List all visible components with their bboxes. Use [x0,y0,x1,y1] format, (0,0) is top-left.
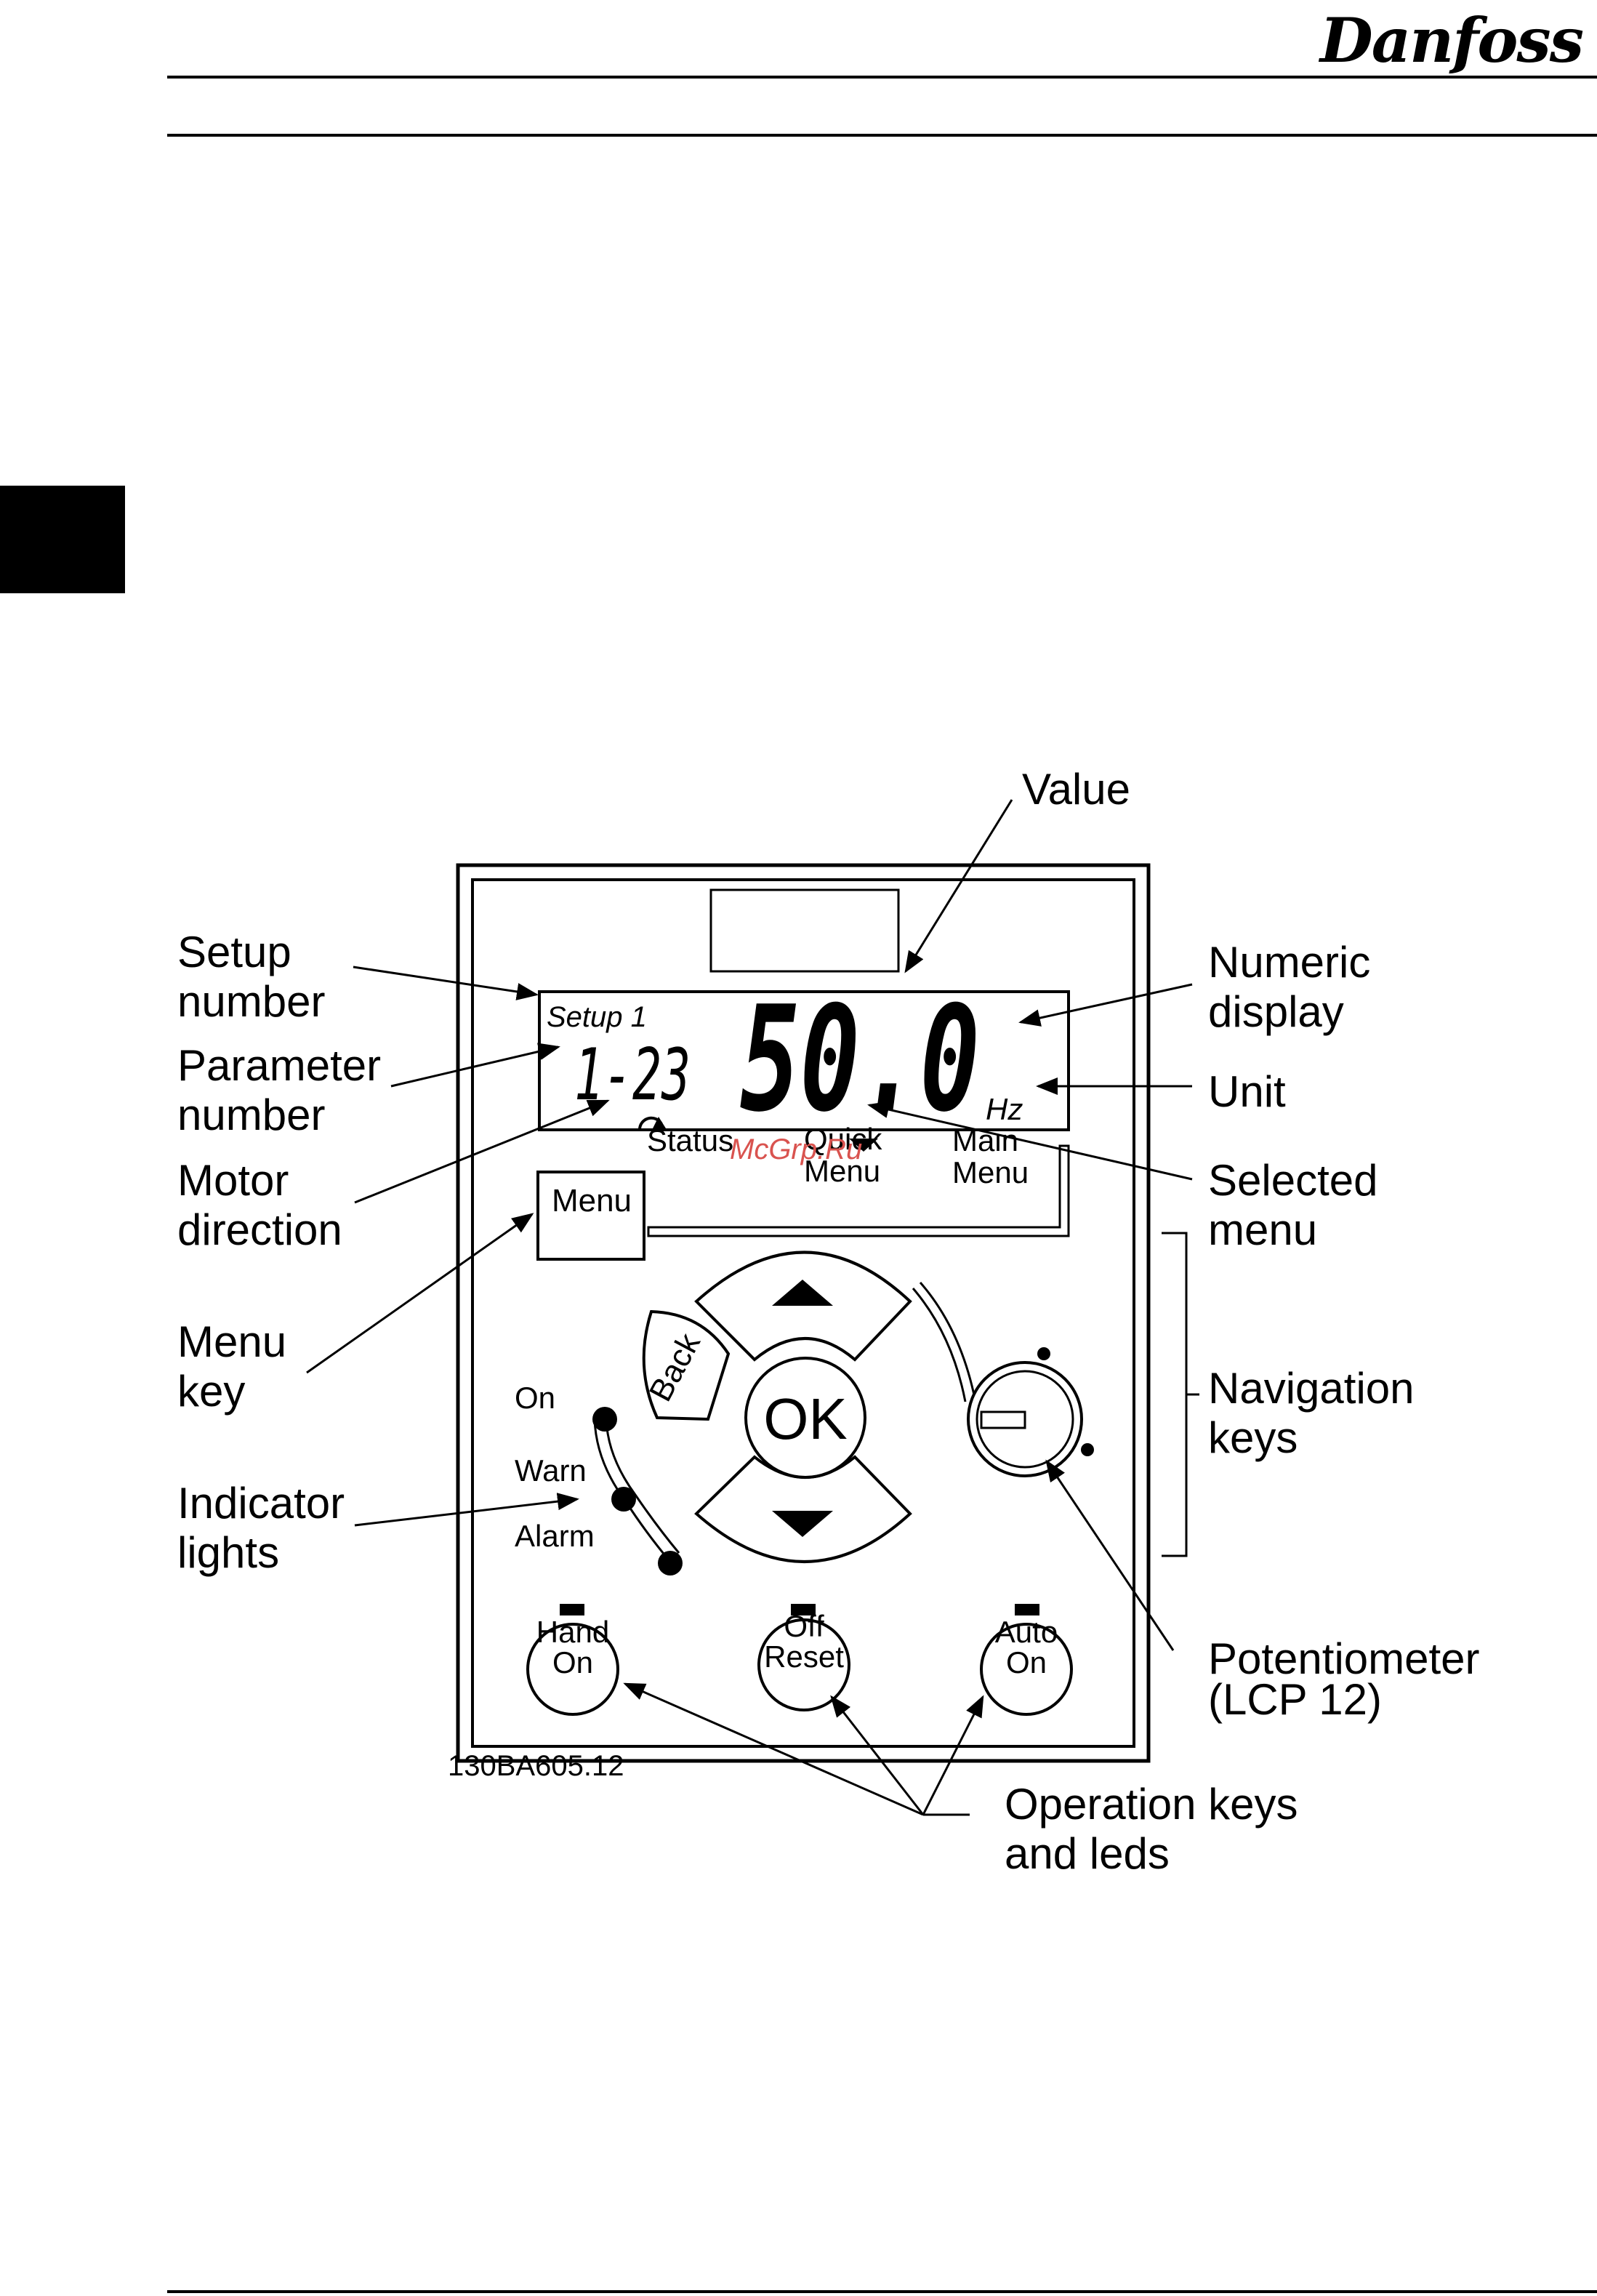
off-reset-label-1: Off [784,1609,824,1643]
off-reset-label-2: Reset [764,1639,844,1674]
callout-potentiometer-2: (LCP 12) [1208,1675,1383,1724]
unit-readout: Hz [986,1092,1023,1126]
indicator-label-on: On [515,1381,556,1415]
auto-on-key[interactable] [980,1623,1073,1716]
auto-on-led [1015,1604,1039,1615]
callout-setup-number-2: number [177,977,326,1026]
callout-parameter-number-2: number [177,1091,326,1139]
callout-potentiometer-1: Potentiometer [1208,1634,1480,1683]
danfoss-logo: Danfoss [1319,4,1584,76]
potentiometer-arc [912,1288,967,1402]
callout-setup-number-1: Setup [177,928,291,976]
callout-operation-keys-1: Operation keys [1005,1780,1298,1829]
callout-unit: Unit [1208,1067,1286,1116]
up-key[interactable] [694,1251,912,1362]
potentiometer-arc-inner [919,1282,977,1402]
menu-key-leader [306,1213,534,1374]
chapter-tab [0,486,125,593]
callout-indicator-lights-1: Indicator [177,1479,345,1528]
parameter-readout: 1-23 [574,1034,691,1117]
hand-on-key[interactable] [526,1623,619,1716]
potentiometer-dot-right [1081,1443,1094,1456]
hand-on-label-1: Hand [536,1615,610,1649]
callout-selected-menu-1: Selected [1208,1156,1378,1205]
motor-direction-leader [354,1099,610,1204]
callout-indicator-lights-2: lights [177,1528,280,1577]
operation-leader-off [830,1695,925,1815]
indicator-label-alarm: Alarm [515,1519,595,1553]
alarm-led [658,1551,683,1576]
hand-on-label-2: On [552,1645,594,1679]
figure-id: 130BA605.12 [448,1750,624,1782]
off-reset-led [791,1604,816,1615]
numeric-display-leader [1018,983,1193,1027]
back-key[interactable] [642,1309,731,1421]
top-window [709,888,900,973]
callout-selected-menu-2: menu [1208,1205,1318,1254]
value-leader [904,799,1013,974]
indicator-track-inner [605,1418,680,1554]
motor-direction-arrowhead [653,1117,666,1128]
down-arrow-icon [772,1511,833,1537]
quick-menu-label-2[interactable]: Menu [804,1154,881,1188]
callout-navigation-keys-1: Navigation [1208,1364,1415,1413]
potentiometer-inner [976,1370,1074,1469]
warn-led [611,1487,636,1512]
potentiometer-dot-top [1037,1347,1050,1360]
menu-key[interactable] [536,1171,645,1261]
operation-leader-hand [623,1682,924,1816]
auto-on-label-1: Auto [994,1615,1058,1649]
callout-navigation-keys-2: keys [1208,1413,1298,1462]
indicator-label-warn: Warn [515,1453,587,1488]
menu-key-label: Menu [551,1183,632,1219]
callout-menu-key-1: Menu [177,1317,287,1366]
on-led [592,1407,617,1432]
indicator-lights-leader [354,1493,579,1527]
value-readout: 50.0 [740,975,980,1144]
main-menu-label-2[interactable]: Menu [952,1155,1029,1189]
panel-inner-frame [471,878,1135,1748]
callout-motor-direction-2: direction [177,1205,342,1254]
callout-value: Value [1022,765,1131,814]
callout-menu-key-2: key [177,1367,246,1416]
operation-leader-auto [922,1695,984,1815]
auto-on-label-2: On [1005,1645,1047,1679]
navigation-bracket [1162,1232,1199,1557]
potentiometer-leader [1045,1459,1175,1651]
selected-menu-leader [867,1101,1193,1181]
ok-key-label: OK [763,1386,848,1451]
watermark: McGrp.Ru [730,1133,863,1165]
parameter-number-leader [390,1043,560,1088]
hand-on-led [560,1604,584,1615]
callout-numeric-display-1: Numeric [1208,938,1371,987]
setup-label: Setup 1 [547,1001,647,1033]
lcd-display [538,990,1070,1131]
quick-menu-label-1[interactable]: Quick [804,1122,882,1156]
status-menu-label[interactable]: Status [647,1123,734,1157]
callout-numeric-display-2: display [1208,987,1344,1036]
up-arrow-icon [772,1280,833,1306]
callout-motor-direction-1: Motor [177,1156,289,1205]
setup-number-leader [353,966,539,1000]
callout-parameter-number-1: Parameter [177,1041,382,1090]
ok-key[interactable] [744,1357,866,1479]
callout-operation-keys-2: and leds [1005,1829,1170,1878]
main-menu-label-1[interactable]: Main [952,1123,1019,1157]
potentiometer-slot [980,1410,1026,1429]
selected-menu-marker [849,1139,878,1152]
menu-bracket [647,1144,1070,1237]
off-reset-key[interactable] [757,1618,850,1711]
callout-leaders [306,799,1193,1816]
